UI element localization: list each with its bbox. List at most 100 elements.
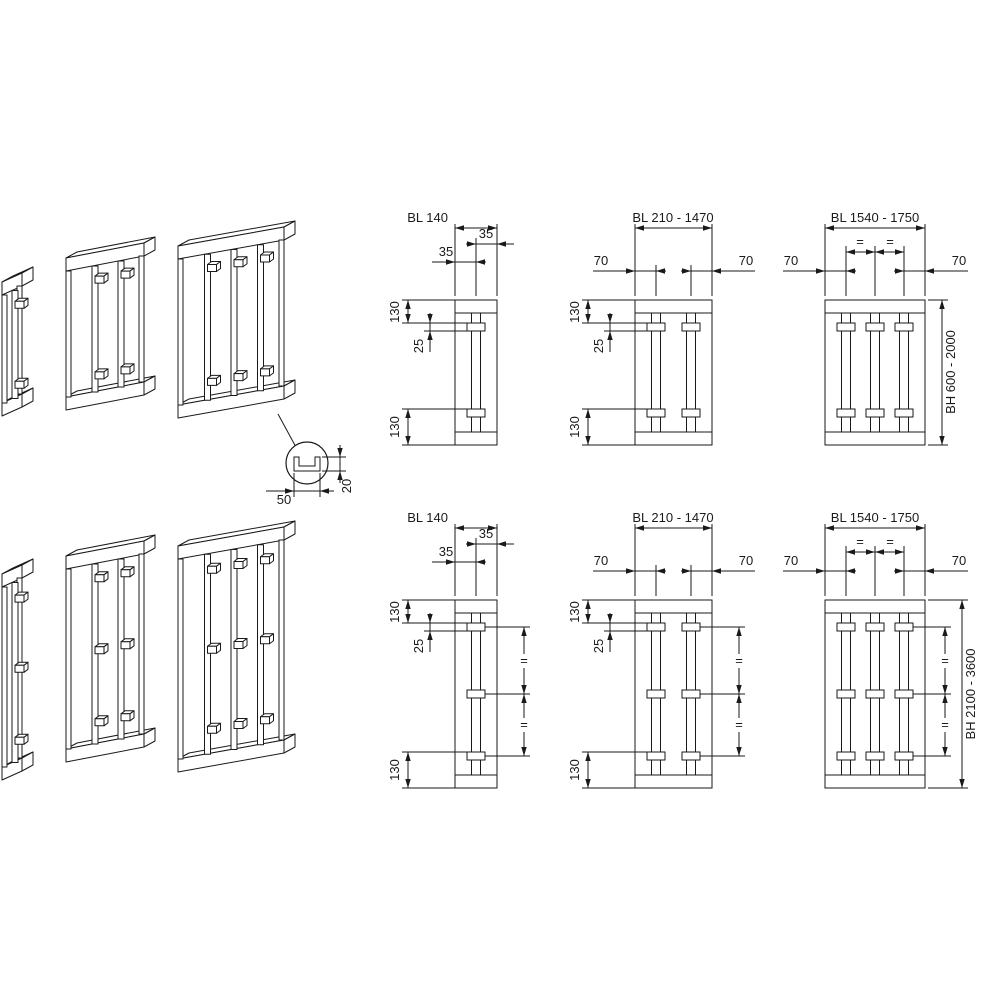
frame-hook [233, 259, 244, 268]
arrowhead [942, 694, 948, 703]
arrowhead [405, 614, 411, 623]
label-mask [732, 718, 746, 732]
frame-hook [14, 594, 25, 603]
arrowhead [895, 249, 904, 255]
arrowhead [816, 568, 825, 574]
arrowhead [405, 779, 411, 788]
panel-outline [634, 299, 713, 446]
arrowhead [703, 225, 712, 231]
arrowhead [320, 488, 329, 494]
label-mask [517, 654, 531, 668]
arrowhead [875, 249, 884, 255]
arrowhead [476, 559, 485, 565]
arrowhead [816, 268, 825, 274]
hook [681, 408, 701, 418]
bh-label: BH 600 - 2000 [943, 330, 958, 414]
arrowhead [585, 409, 591, 418]
dim-label: 130 [387, 601, 402, 623]
frame-slat [230, 249, 238, 396]
bh-label: BH 2100 - 3600 [963, 648, 978, 739]
hook [466, 751, 486, 761]
arrowhead [846, 549, 855, 555]
arrowhead [337, 448, 343, 457]
hook [681, 751, 701, 761]
frame-rail-top [143, 534, 156, 555]
equal-label: = [886, 234, 894, 249]
arrowhead [866, 549, 875, 555]
arrowhead [607, 331, 613, 340]
frame-hook [120, 569, 131, 578]
arrowhead [846, 249, 855, 255]
dim-label: 70 [784, 553, 798, 568]
hook [894, 622, 914, 632]
hook [646, 751, 666, 761]
arrowhead [703, 525, 712, 531]
dim-label: 35 [439, 244, 453, 259]
equal-label: = [941, 653, 949, 668]
arrowhead [446, 259, 455, 265]
frame-rail-bottom [283, 733, 296, 754]
arrowhead [925, 568, 934, 574]
dim-label: 130 [387, 416, 402, 438]
frame-hook [233, 641, 244, 649]
arrowhead [895, 568, 904, 574]
arrowhead [626, 268, 635, 274]
arrowhead [607, 314, 613, 323]
arrowhead [405, 752, 411, 761]
hook [865, 322, 885, 332]
arrowhead [959, 779, 965, 788]
panel-title: BL 140 [407, 510, 448, 525]
frame-hook [120, 713, 131, 722]
hook [836, 322, 856, 332]
arrowhead [656, 568, 665, 574]
arrowhead [585, 436, 591, 445]
equal-label: = [520, 653, 528, 668]
frame-hook [233, 373, 244, 382]
arrowhead [736, 627, 742, 636]
arrowhead [488, 525, 497, 531]
dim-label: 70 [739, 553, 753, 568]
arrowhead [846, 268, 855, 274]
frame-hook [94, 718, 105, 727]
arrowhead [455, 225, 464, 231]
frame-rail-bottom [143, 375, 156, 396]
arrowhead [942, 685, 948, 694]
frame-hook [120, 641, 131, 650]
callout-leader [277, 413, 298, 450]
hook [646, 408, 666, 418]
arrowhead [427, 314, 433, 323]
arrowhead [467, 241, 476, 247]
arrowhead [712, 568, 721, 574]
hook [466, 408, 486, 418]
arrowhead [467, 541, 476, 547]
dim-label: 130 [387, 301, 402, 323]
hook [646, 322, 666, 332]
label-mask [517, 718, 531, 732]
arrowhead [427, 631, 433, 640]
dim-label: 130 [567, 301, 582, 323]
hook [646, 689, 666, 699]
frame-hook [14, 664, 25, 673]
frame-rail-bottom [21, 387, 34, 408]
frame-hook [207, 263, 217, 272]
arrowhead [585, 614, 591, 623]
arrowhead [497, 541, 506, 547]
arrowhead [626, 568, 635, 574]
dim-label: 70 [594, 553, 608, 568]
dim-label: 35 [479, 526, 493, 541]
frame-hook [94, 275, 105, 284]
dim-label: 70 [594, 253, 608, 268]
equal-label: = [941, 717, 949, 732]
arrowhead [942, 627, 948, 636]
detail-dim-label: 20 [339, 479, 354, 493]
panel-outline [824, 299, 926, 446]
arrowhead [939, 436, 945, 445]
frame-rail-bottom [21, 751, 34, 772]
arrowhead [846, 568, 855, 574]
frame-hook [207, 565, 217, 574]
label-mask [938, 654, 952, 668]
hook [865, 408, 885, 418]
arrowhead [497, 241, 506, 247]
dim-label: 35 [479, 226, 493, 241]
arrowhead [446, 559, 455, 565]
